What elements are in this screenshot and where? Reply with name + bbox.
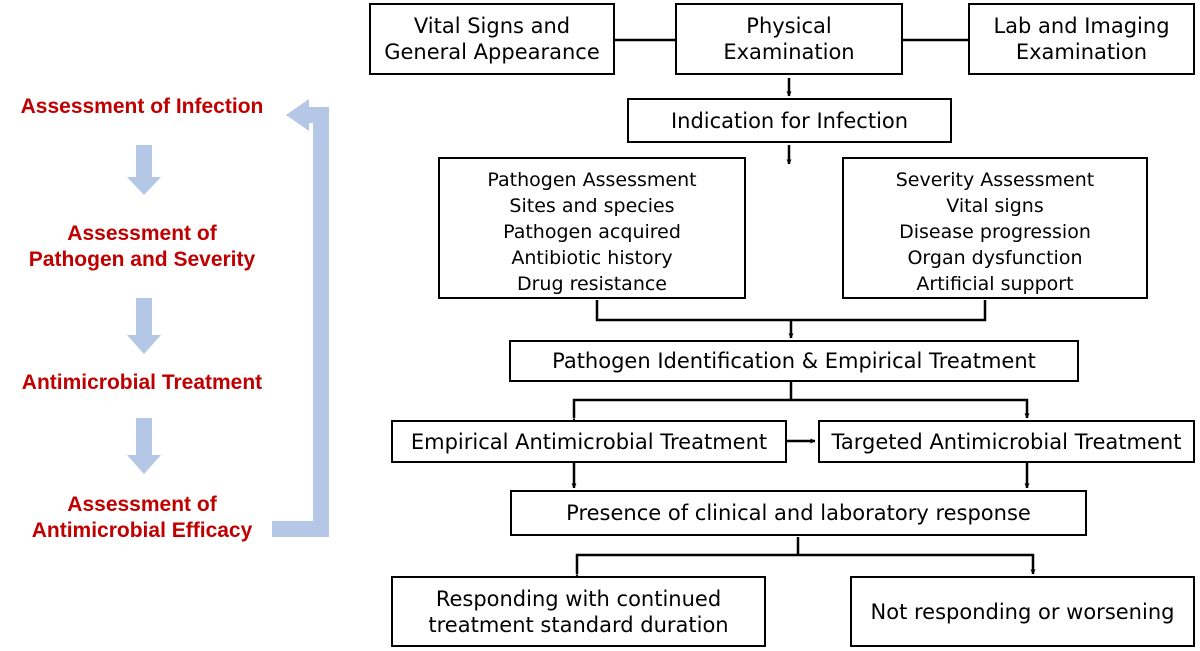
stage-assessment-of-antimicrobial-efficacy: Assessment of Antimicrobial Efficacy xyxy=(0,492,284,544)
box-clinical-response: Presence of clinical and laboratory resp… xyxy=(510,490,1087,536)
box-item: Organ dysfunction xyxy=(907,247,1083,269)
box-not-responding: Not responding or worsening xyxy=(850,576,1195,647)
box-empirical-treatment: Empirical Antimicrobial Treatment xyxy=(391,420,787,463)
box-title: Severity Assessment xyxy=(895,169,1095,191)
box-line: treatment standard duration xyxy=(428,612,729,637)
stage-arrow-2 xyxy=(127,298,161,354)
box-pathogen-assessment: Pathogen Assessment Sites and species Pa… xyxy=(438,157,746,299)
box-line: Not responding or worsening xyxy=(870,599,1175,624)
feedback-loop-arrow xyxy=(272,99,329,537)
stage-assessment-of-infection: Assessment of Infection xyxy=(0,94,284,120)
box-item: Vital signs xyxy=(946,195,1044,217)
box-line: Pathogen Identification & Empirical Trea… xyxy=(552,349,1036,373)
box-line: Examination xyxy=(723,40,855,64)
box-item: Artificial support xyxy=(916,273,1074,295)
box-indication-for-infection: Indication for Infection xyxy=(627,98,952,143)
box-line: Physical xyxy=(746,14,832,38)
box-line: Examination xyxy=(1015,40,1148,64)
box-targeted-treatment: Targeted Antimicrobial Treatment xyxy=(818,420,1195,463)
box-title: Pathogen Assessment xyxy=(487,169,697,191)
stage-assessment-of-pathogen-and-severity: Assessment of Pathogen and Severity xyxy=(0,221,284,273)
box-line: Indication for Infection xyxy=(670,108,909,133)
stage-antimicrobial-treatment: Antimicrobial Treatment xyxy=(0,370,284,396)
box-severity-assessment: Severity Assessment Vital signs Disease … xyxy=(842,157,1148,299)
stage-arrow-1 xyxy=(127,145,161,195)
box-line: Empirical Antimicrobial Treatment xyxy=(410,429,768,454)
box-item: Sites and species xyxy=(509,195,675,217)
box-physical-examination: Physical Examination xyxy=(675,3,903,75)
box-item: Antibiotic history xyxy=(511,247,673,269)
box-responding: Responding with continued treatment stan… xyxy=(391,576,766,647)
stage-line: Assessment of xyxy=(67,493,217,516)
box-line: Lab and Imaging xyxy=(993,14,1170,38)
box-lab-imaging: Lab and Imaging Examination xyxy=(968,3,1195,75)
stage-line: Antimicrobial Treatment xyxy=(21,371,263,394)
box-item: Drug resistance xyxy=(516,273,667,295)
stage-line: Assessment of xyxy=(67,222,217,245)
flow-connectors xyxy=(571,38,1036,579)
box-item: Disease progression xyxy=(899,221,1091,243)
box-line: General Appearance xyxy=(384,40,600,64)
box-item: Pathogen acquired xyxy=(503,221,681,243)
box-line: Vital Signs and xyxy=(413,14,571,38)
box-vital-signs: Vital Signs and General Appearance xyxy=(369,3,615,75)
stage-progression-arrows xyxy=(127,99,329,537)
connector-identification-split xyxy=(571,398,1030,423)
box-line: Targeted Antimicrobial Treatment xyxy=(831,429,1182,454)
stage-line: Antimicrobial Efficacy xyxy=(31,519,253,542)
box-line: Presence of clinical and laboratory resp… xyxy=(566,501,1031,525)
connector-response-split xyxy=(574,553,1036,579)
box-line: Responding with continued xyxy=(435,586,722,611)
stage-line: Pathogen and Severity xyxy=(28,248,256,271)
stage-arrow-3 xyxy=(127,418,161,474)
box-pathogen-identification: Pathogen Identification & Empirical Trea… xyxy=(509,340,1079,382)
connector-assessments-merge xyxy=(595,300,987,322)
stage-line: Assessment of Infection xyxy=(20,95,264,118)
